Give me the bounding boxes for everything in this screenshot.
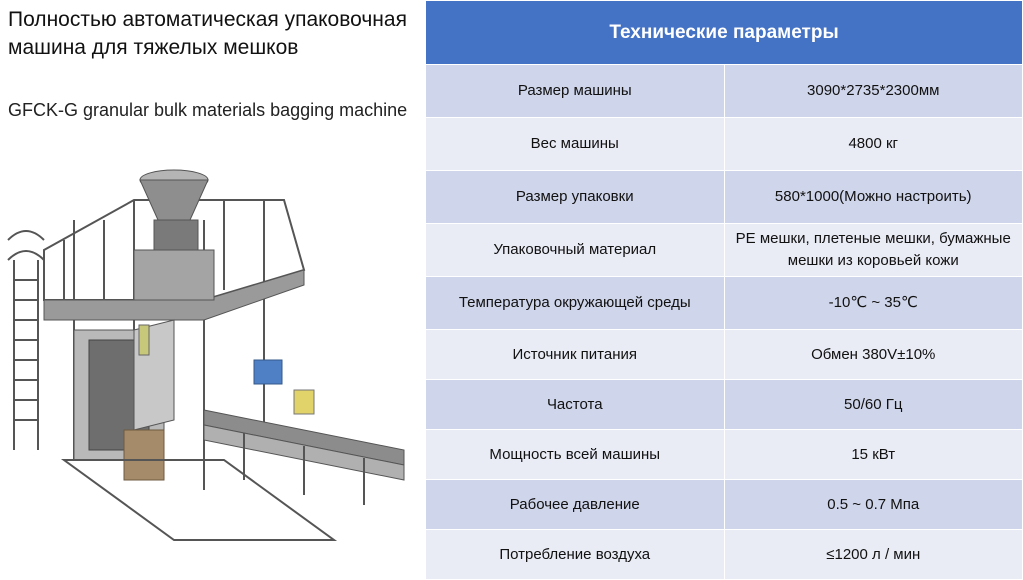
param-label: Источник питания bbox=[425, 329, 725, 380]
param-label: Размер машины bbox=[425, 64, 725, 118]
param-label: Рабочее давление bbox=[425, 479, 725, 530]
param-value: -10℃ ~ 35℃ bbox=[723, 276, 1023, 330]
tech-params-table: Технические параметры Размер машины 3090… bbox=[425, 0, 1023, 580]
table-row: Мощность всей машины 15 кВт bbox=[425, 429, 1023, 480]
param-label: Размер упаковки bbox=[425, 170, 725, 224]
param-label: Вес машины bbox=[425, 117, 725, 171]
table-row: Вес машины 4800 кг bbox=[425, 117, 1023, 171]
param-value: 50/60 Гц bbox=[723, 379, 1023, 430]
product-title-en: GFCK-G granular bulk materials bagging m… bbox=[8, 100, 408, 120]
param-label: Потребление воздуха bbox=[425, 529, 725, 580]
table-row: Упаковочный материал PE мешки, плетеные … bbox=[425, 223, 1023, 277]
table-row: Источник питания Обмен 380V±10% bbox=[425, 329, 1023, 380]
table-row: Рабочее давление 0.5 ~ 0.7 Мпа bbox=[425, 479, 1023, 530]
param-value: PE мешки, плетеные мешки, бумажные мешки… bbox=[723, 223, 1023, 277]
param-value: 4800 кг bbox=[723, 117, 1023, 171]
bagging-machine-illustration bbox=[7, 169, 405, 541]
param-value: ≤1200 л / мин bbox=[723, 529, 1023, 580]
table-row: Потребление воздуха ≤1200 л / мин bbox=[425, 529, 1023, 580]
product-panel: Полностью автоматическая упаковочная маш… bbox=[0, 0, 424, 575]
product-title-ru: Полностью автоматическая упаковочная маш… bbox=[8, 8, 407, 59]
param-value: 15 кВт bbox=[723, 429, 1023, 480]
param-value: 3090*2735*2300мм bbox=[723, 64, 1023, 118]
table-row: Температура окружающей среды -10℃ ~ 35℃ bbox=[425, 276, 1023, 330]
param-label: Мощность всей машины bbox=[425, 429, 725, 480]
table-row: Размер упаковки 580*1000(Можно настроить… bbox=[425, 170, 1023, 224]
param-label: Упаковочный материал bbox=[425, 223, 725, 277]
table-row: Размер машины 3090*2735*2300мм bbox=[425, 64, 1023, 118]
param-value: 580*1000(Можно настроить) bbox=[723, 170, 1023, 224]
param-value: 0.5 ~ 0.7 Мпа bbox=[723, 479, 1023, 530]
param-value: Обмен 380V±10% bbox=[723, 329, 1023, 380]
param-label: Температура окружающей среды bbox=[425, 276, 725, 330]
param-label: Частота bbox=[425, 379, 725, 430]
table-row: Частота 50/60 Гц bbox=[425, 379, 1023, 430]
table-header: Технические параметры bbox=[425, 0, 1023, 65]
